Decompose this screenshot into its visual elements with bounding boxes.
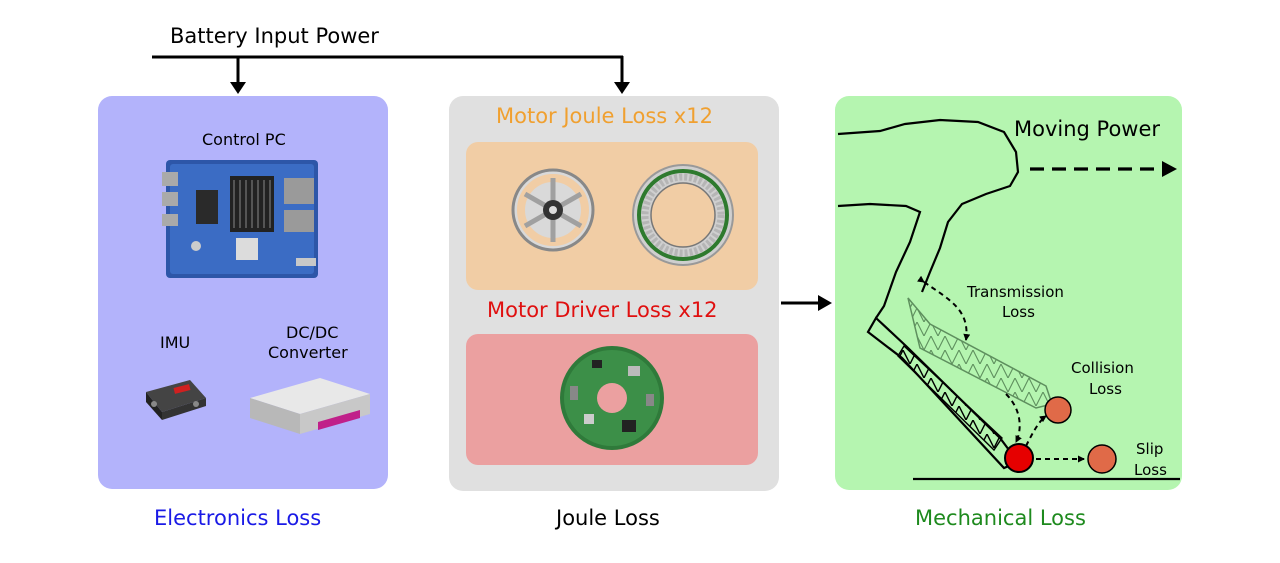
- control-pc-board-image: [162, 160, 318, 278]
- electronics-loss-caption: Electronics Loss: [154, 506, 322, 530]
- transmission-loss-label-line2: Loss: [1002, 303, 1035, 321]
- transmission-loss-arrow: [917, 275, 971, 341]
- collision-loss-arrow: [1025, 415, 1047, 447]
- motor-stator-image: [632, 164, 734, 266]
- collision-loss-label-line2: Loss: [1089, 380, 1122, 398]
- collision-in-arrow: [1005, 393, 1022, 443]
- motor-driver-title: Motor Driver Loss x12: [487, 298, 718, 322]
- imu-label: IMU: [160, 333, 191, 352]
- collision-loss-label-line1: Collision: [1071, 359, 1134, 377]
- joule-loss-caption: Joule Loss: [556, 506, 660, 530]
- motor-joule-title: Motor Joule Loss x12: [496, 104, 714, 128]
- dcdc-label-line2: Converter: [268, 343, 348, 362]
- imu-image: [146, 380, 206, 420]
- motor-rotor-image: [511, 168, 595, 252]
- mechanical-loss-caption: Mechanical Loss: [915, 506, 1086, 530]
- dcdc-converter-image: [250, 378, 370, 434]
- contact-point-marker: [1004, 443, 1034, 473]
- dcdc-label-line1: DC/DC: [286, 323, 339, 342]
- slip-loss-label-line2: Loss: [1134, 461, 1167, 479]
- moving-power-arrow: [1030, 161, 1177, 177]
- power-input-line: [152, 55, 630, 94]
- transmission-loss-label-line1: Transmission: [967, 283, 1064, 301]
- slip-loss-marker: [1087, 444, 1117, 474]
- moving-power-label: Moving Power: [1014, 117, 1161, 141]
- mechanical-panel: [835, 96, 1182, 490]
- motor-driver-board-image: [560, 346, 664, 450]
- control-pc-label: Control PC: [202, 130, 286, 149]
- battery-input-label: Battery Input Power: [170, 24, 379, 48]
- slip-loss-label-line1: Slip: [1136, 440, 1164, 458]
- collision-loss-marker: [1044, 396, 1072, 424]
- joule-to-mechanical-arrow: [781, 295, 832, 311]
